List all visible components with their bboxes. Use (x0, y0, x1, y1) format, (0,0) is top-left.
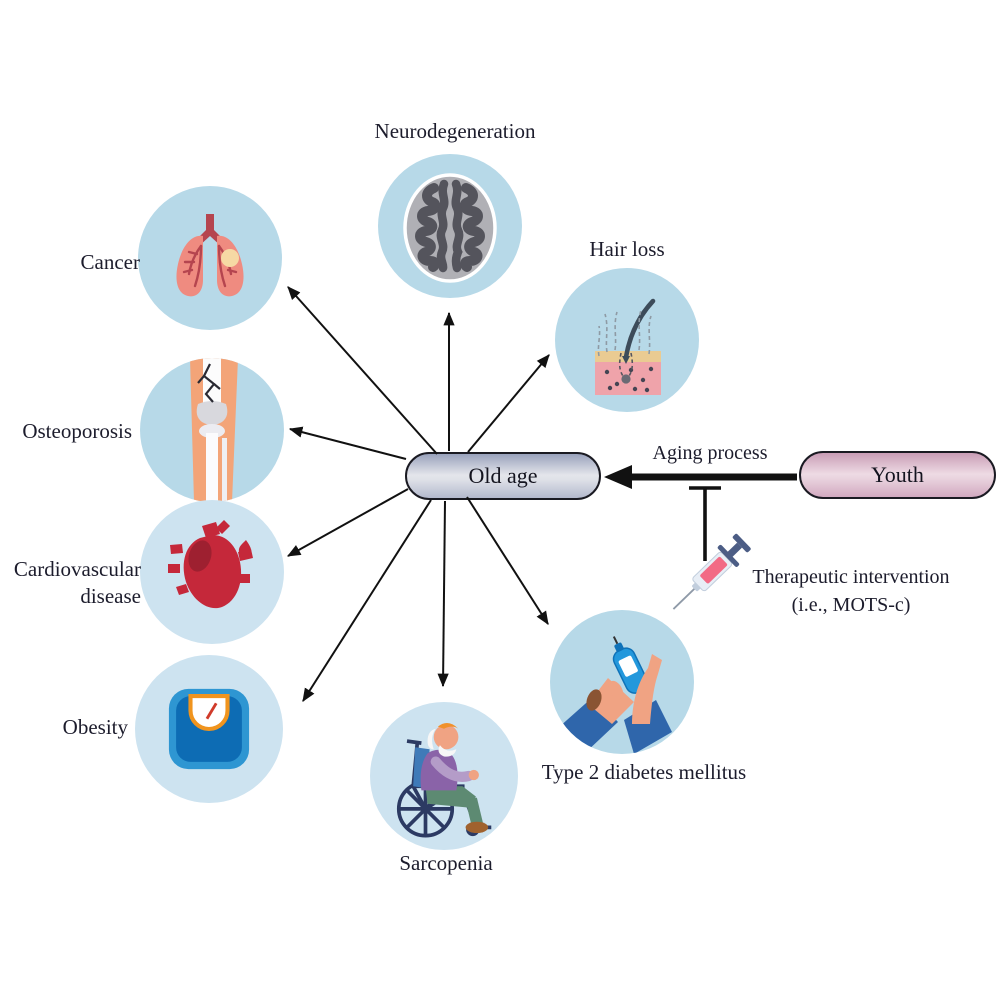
lungs-icon (176, 214, 244, 297)
cardiovascular-circle (140, 500, 284, 644)
therapeutic-line2: (i.e., MOTS-c) (791, 594, 911, 616)
hair-loss-label: Hair loss (589, 237, 665, 261)
glucose-meter-icon (558, 636, 672, 754)
youth-node: Youth (799, 451, 996, 499)
inhibition-bar (689, 486, 721, 561)
aging-process-label: Aging process (652, 442, 768, 464)
arrow-to-cardiovascular (287, 488, 409, 557)
weight-scale-icon (168, 688, 250, 770)
sarcopenia-label: Sarcopenia (399, 851, 493, 875)
obesity-circle (135, 655, 283, 803)
arrow-to-osteoporosis (288, 426, 407, 460)
osteoporosis-circle (140, 358, 284, 502)
sarcopenia-circle (370, 702, 518, 850)
aging-arrow (604, 465, 797, 489)
knee-bone-icon (190, 358, 238, 502)
diabetes-label: Type 2 diabetes mellitus (541, 760, 747, 784)
brain-icon (403, 173, 497, 283)
diabetes-circle (550, 610, 694, 754)
cancer-circle (138, 186, 282, 330)
neurodegeneration-circle (378, 154, 522, 298)
arrow-to-cancer (287, 286, 438, 455)
neurodegeneration-label: Neurodegeneration (374, 119, 536, 143)
therapeutic-intervention-label: Therapeutic intervention (i.e., MOTS-c) (728, 563, 974, 619)
therapeutic-line1: Therapeutic intervention (752, 566, 950, 588)
old-age-label: Old age (468, 463, 538, 488)
heart-icon (168, 520, 253, 609)
hair-follicle-icon (595, 298, 661, 395)
osteoporosis-label: Osteoporosis (22, 419, 132, 443)
obesity-label: Obesity (62, 715, 128, 739)
arrow-to-obesity (302, 499, 432, 702)
arrow-to-hair-loss (467, 354, 550, 453)
cancer-label: Cancer (80, 250, 140, 274)
cardiovascular-label: Cardiovascular disease (13, 557, 141, 608)
hair-loss-circle (555, 268, 699, 412)
arrow-to-sarcopenia (437, 500, 449, 688)
wheelchair-elderly-icon (396, 723, 492, 838)
old-age-node: Old age (405, 452, 601, 500)
youth-label: Youth (871, 462, 924, 487)
arrow-to-diabetes (466, 496, 549, 625)
